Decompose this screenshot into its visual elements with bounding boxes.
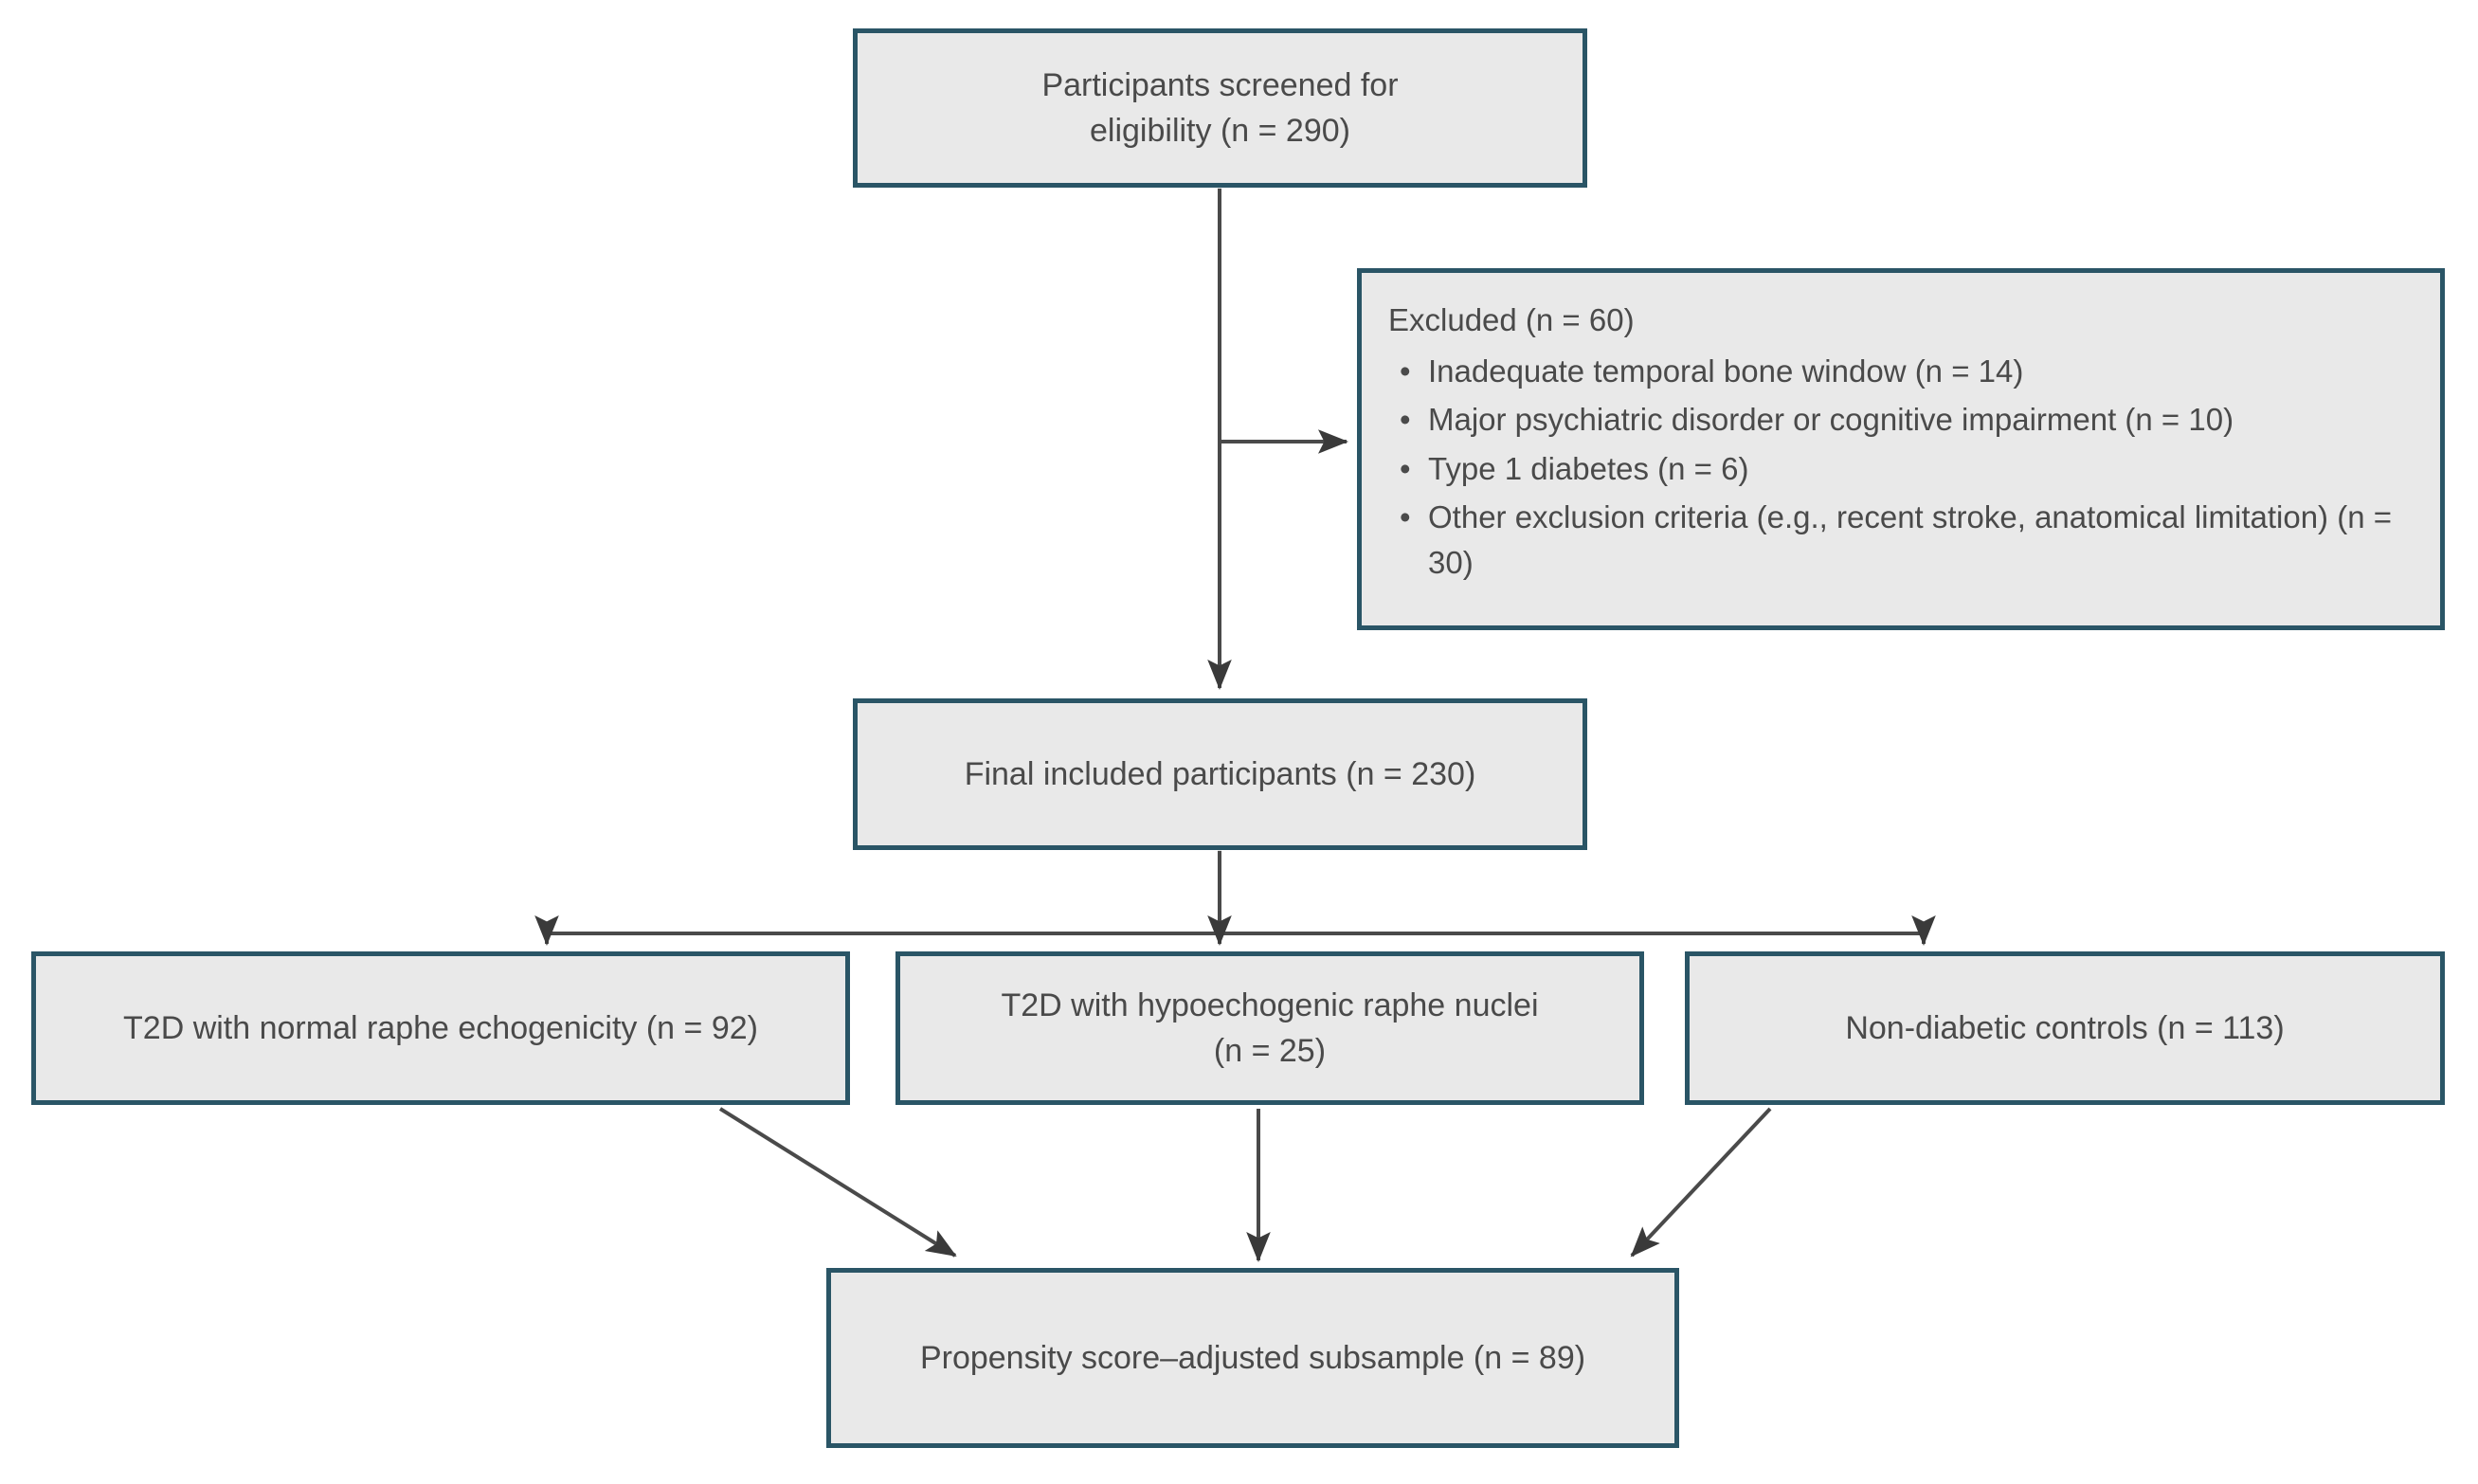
excluded-reason-item: • Major psychiatric disorder or cognitiv…	[1388, 397, 2415, 443]
bullet-icon: •	[1400, 402, 1411, 438]
node-t2d-hypoechogenic-raphe: T2D with hypoechogenic raphe nuclei (n =…	[895, 951, 1644, 1105]
edge-control-to-propensity	[1630, 1107, 1772, 1258]
node-non-diabetic-controls-label: Non-diabetic controls (n = 113)	[1845, 1009, 2285, 1046]
excluded-reason-item: • Type 1 diabetes (n = 6)	[1388, 446, 2415, 492]
excluded-reason-label: Inadequate temporal bone window (n = 14)	[1428, 353, 2024, 389]
excluded-body: Excluded (n = 60) • Inadequate temporal …	[1388, 298, 2415, 588]
excluded-reason-label: Major psychiatric disorder or cognitive …	[1428, 402, 2234, 438]
node-propensity-score-subsample: Propensity score–adjusted subsample (n =…	[826, 1268, 1679, 1448]
excluded-reason-item: • Other exclusion criteria (e.g., recent…	[1388, 495, 2415, 585]
node-excluded: Excluded (n = 60) • Inadequate temporal …	[1357, 268, 2445, 630]
bullet-icon: •	[1400, 450, 1411, 486]
edge-normal-to-propensity	[718, 1107, 957, 1258]
node-propensity-score-subsample-label: Propensity score–adjusted subsample (n =…	[919, 1339, 1586, 1376]
node-non-diabetic-controls: Non-diabetic controls (n = 113)	[1685, 951, 2445, 1105]
node-final-included-participants-label: Final included participants (n = 230)	[964, 755, 1476, 792]
node-participants-screened: Participants screened for eligibility (n…	[853, 28, 1587, 188]
excluded-reason-label: Other exclusion criteria (e.g., recent s…	[1428, 499, 2392, 580]
node-t2d-hypoechogenic-raphe-label: T2D with hypoechogenic raphe nuclei (n =…	[1001, 986, 1539, 1069]
node-final-included-participants: Final included participants (n = 230)	[853, 698, 1587, 850]
excluded-title: Excluded (n = 60)	[1388, 302, 1635, 337]
excluded-reason-item: • Inadequate temporal bone window (n = 1…	[1388, 349, 2415, 394]
bullet-icon: •	[1400, 499, 1411, 535]
node-t2d-normal-echogenicity: T2D with normal raphe echogenicity (n = …	[31, 951, 850, 1105]
node-t2d-normal-echogenicity-label: T2D with normal raphe echogenicity (n = …	[123, 1009, 758, 1046]
bullet-icon: •	[1400, 353, 1411, 389]
excluded-reason-list: • Inadequate temporal bone window (n = 1…	[1388, 349, 2415, 586]
excluded-reason-label: Type 1 diabetes (n = 6)	[1428, 450, 1749, 486]
edge-included-to-groups	[534, 850, 1936, 946]
node-participants-screened-label: Participants screened for eligibility (n…	[1041, 66, 1399, 149]
